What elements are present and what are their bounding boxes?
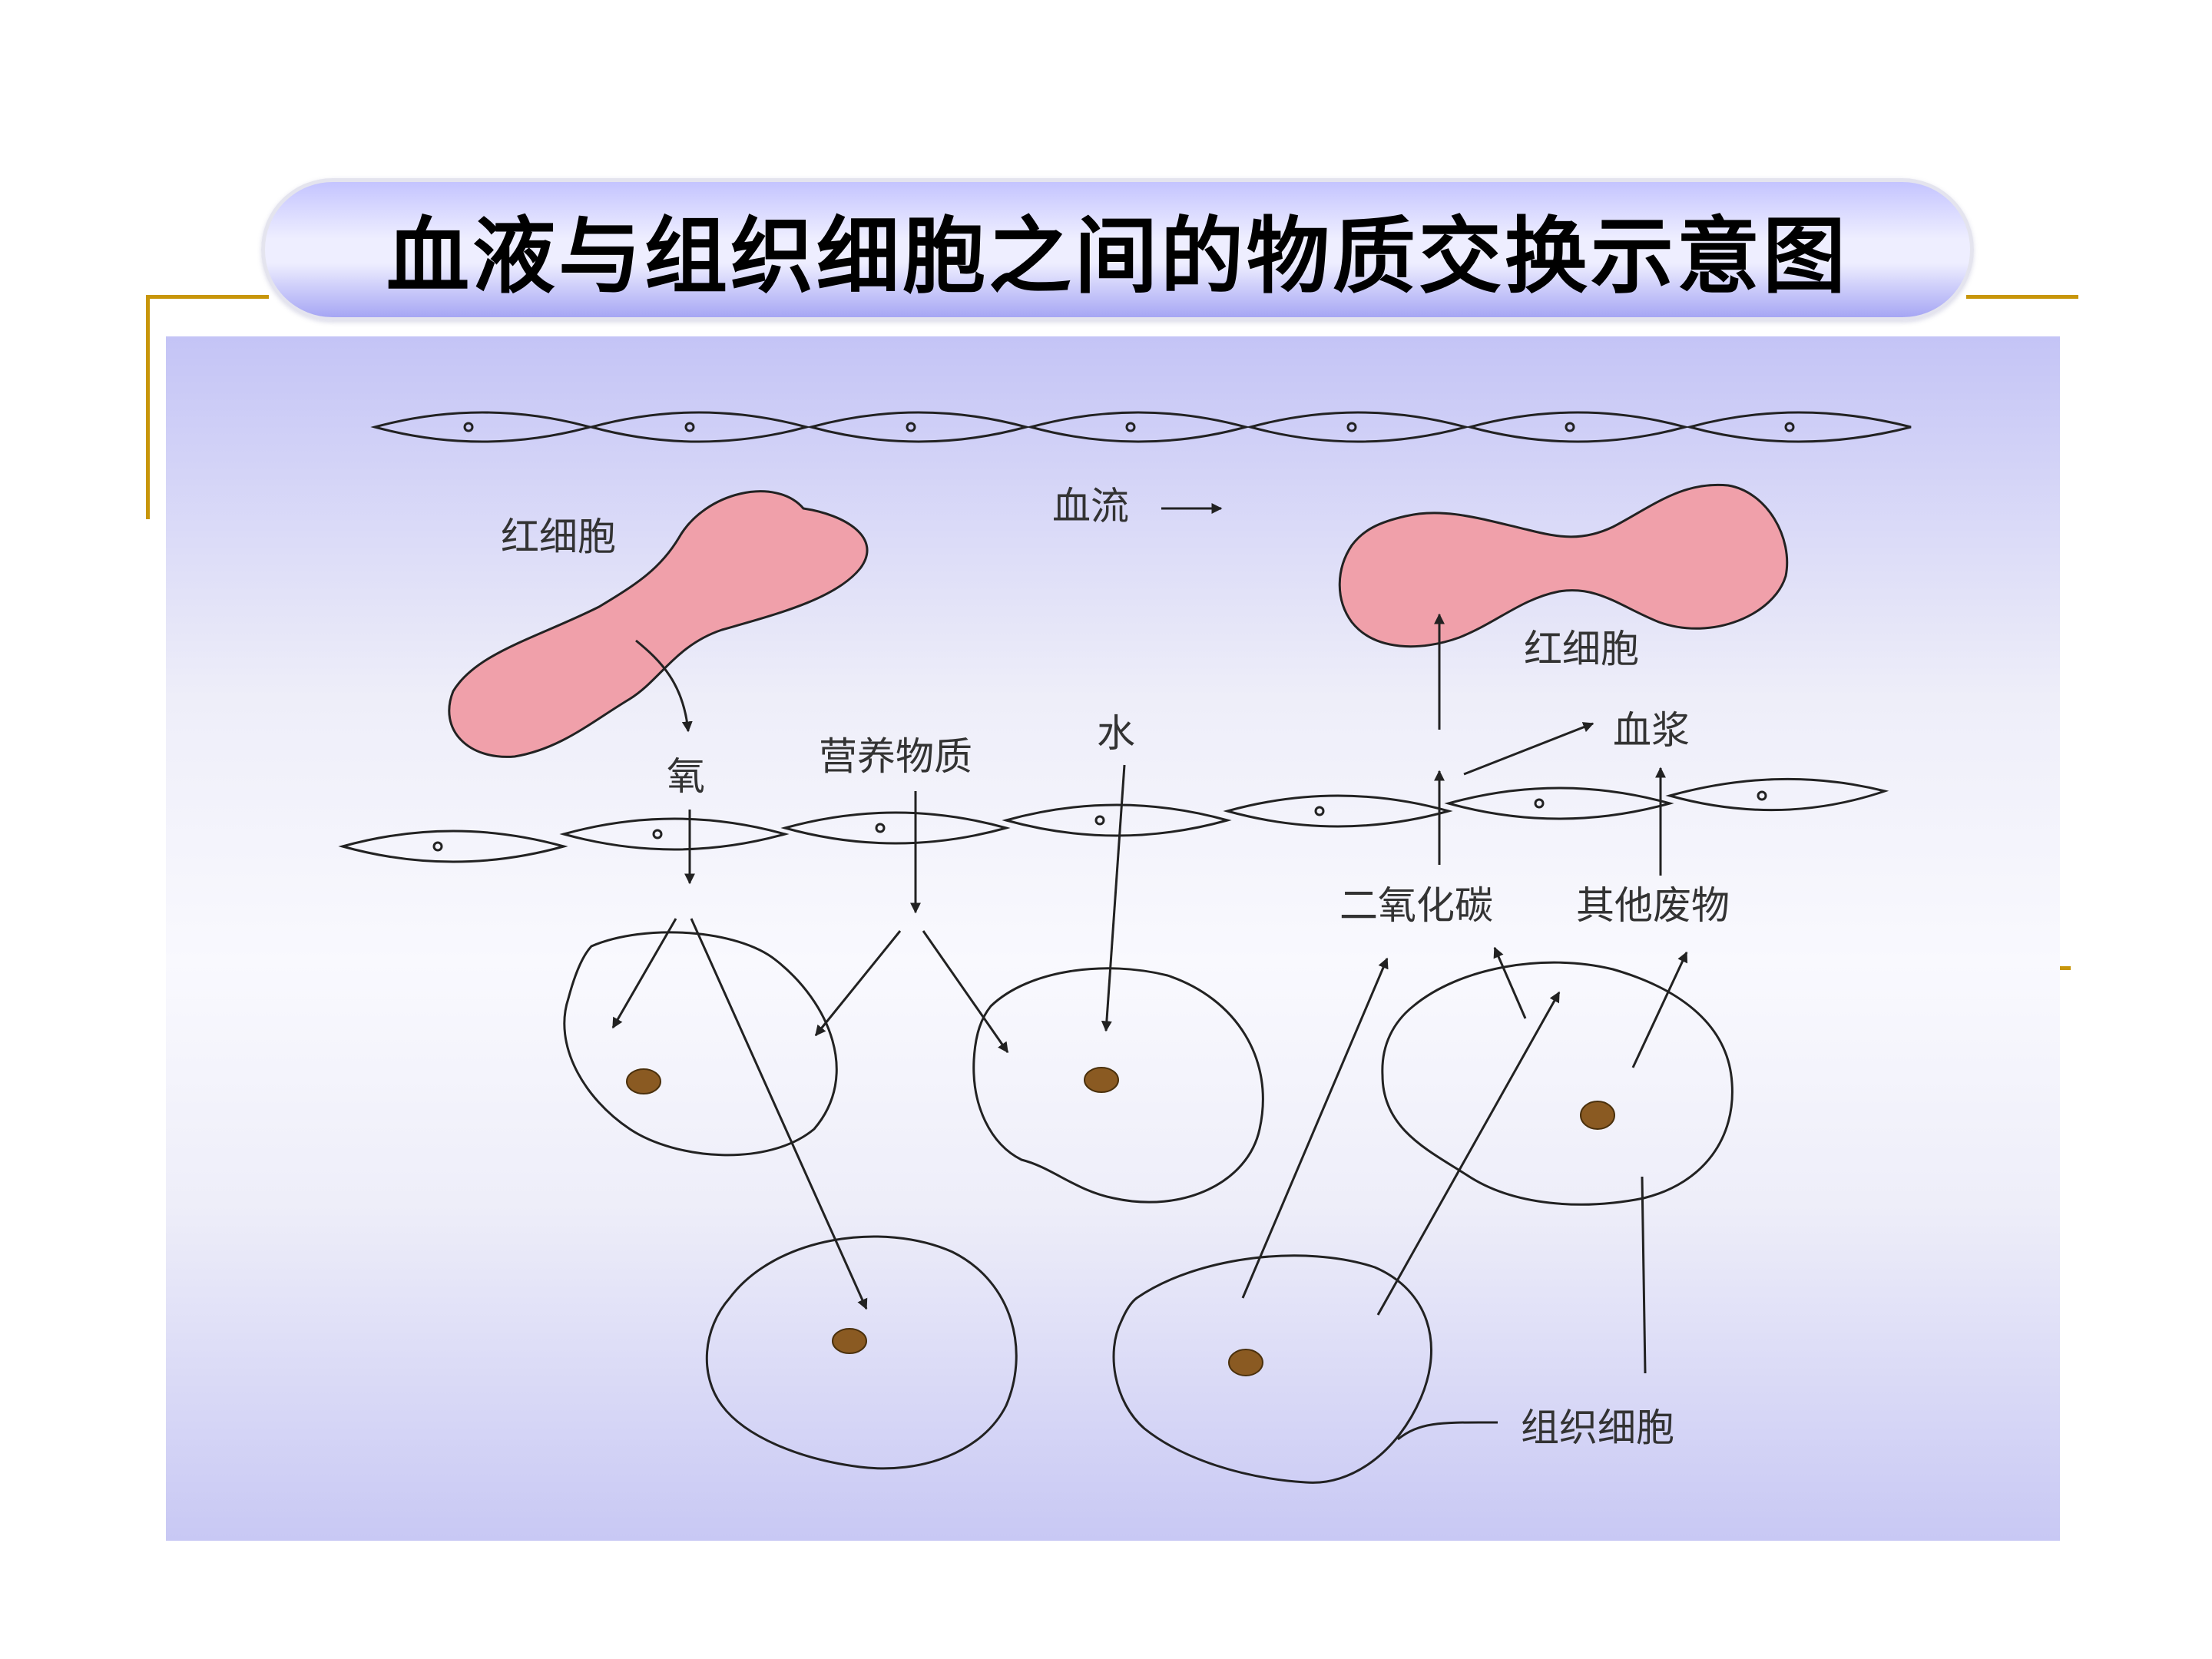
label-other-waste: 其他废物 [1576, 883, 1730, 928]
co2-from-cell5b-arrow [1376, 991, 1561, 1316]
label-blood-flow: 血流 [1052, 484, 1129, 528]
label-nutrients: 营养物质 [819, 734, 972, 779]
tissue-cell-4 [705, 1235, 1018, 1470]
tissue-label-leader-2 [1397, 1421, 1498, 1441]
accent-rule-top-left [146, 295, 269, 299]
waste-from-cell3b-arrow [1631, 951, 1688, 1068]
tissue-cells [563, 931, 1734, 1484]
co2-from-cell5-arrow [1241, 957, 1389, 1299]
tissue-cell-3 [1381, 961, 1734, 1206]
exchange-arrows [611, 503, 1688, 1316]
capillary-wall-lower [338, 777, 1889, 863]
label-co2: 二氧化碳 [1339, 883, 1493, 928]
oxygen-to-cell4-arrow [690, 918, 868, 1310]
waste-from-cell3-arrow [1493, 946, 1527, 1019]
accent-rule-left-vertical [146, 295, 150, 519]
tissue-cell-5 [1112, 1254, 1432, 1484]
to-plasma-arrow [1463, 722, 1594, 776]
label-red-cell-right: 红细胞 [1524, 627, 1639, 671]
page-title: 血液与组织细胞之间的物质交换示意图 [386, 208, 1849, 305]
leader-lines [1397, 1176, 1647, 1441]
tissue-label-leader-1 [1641, 1176, 1647, 1374]
water-to-cell2-arrow [1101, 764, 1126, 1032]
oxygen-to-cell1-arrow [611, 918, 677, 1029]
accent-rule-right-tick [2060, 966, 2071, 970]
tissue-cell-1 [563, 931, 838, 1157]
nutrients-to-cell2-arrow [922, 930, 1009, 1054]
capillary-wall-upper [370, 411, 1912, 443]
label-tissue-cells: 组织细胞 [1521, 1406, 1674, 1450]
nutrients-to-cell1-arrow [814, 930, 902, 1037]
diagram-labels: 红细胞 血流 红细胞 氧 营养物质 水 血浆 二氧化碳 其他废物 组织细胞 [501, 484, 1730, 1450]
label-oxygen: 氧 [667, 754, 705, 799]
cell-nuclei [626, 1067, 1615, 1376]
red-blood-cell-right [1338, 483, 1789, 648]
accent-rule-top-right [1966, 295, 2078, 299]
tissue-cell-2 [972, 967, 1264, 1204]
label-water: 水 [1097, 711, 1135, 756]
label-plasma: 血浆 [1613, 708, 1690, 753]
title-banner: 血液与组织细胞之间的物质交换示意图 [261, 178, 1974, 321]
oxygen-release-arrow [635, 639, 693, 733]
red-blood-cell-left [448, 490, 869, 758]
label-red-cell-left: 红细胞 [501, 515, 616, 559]
